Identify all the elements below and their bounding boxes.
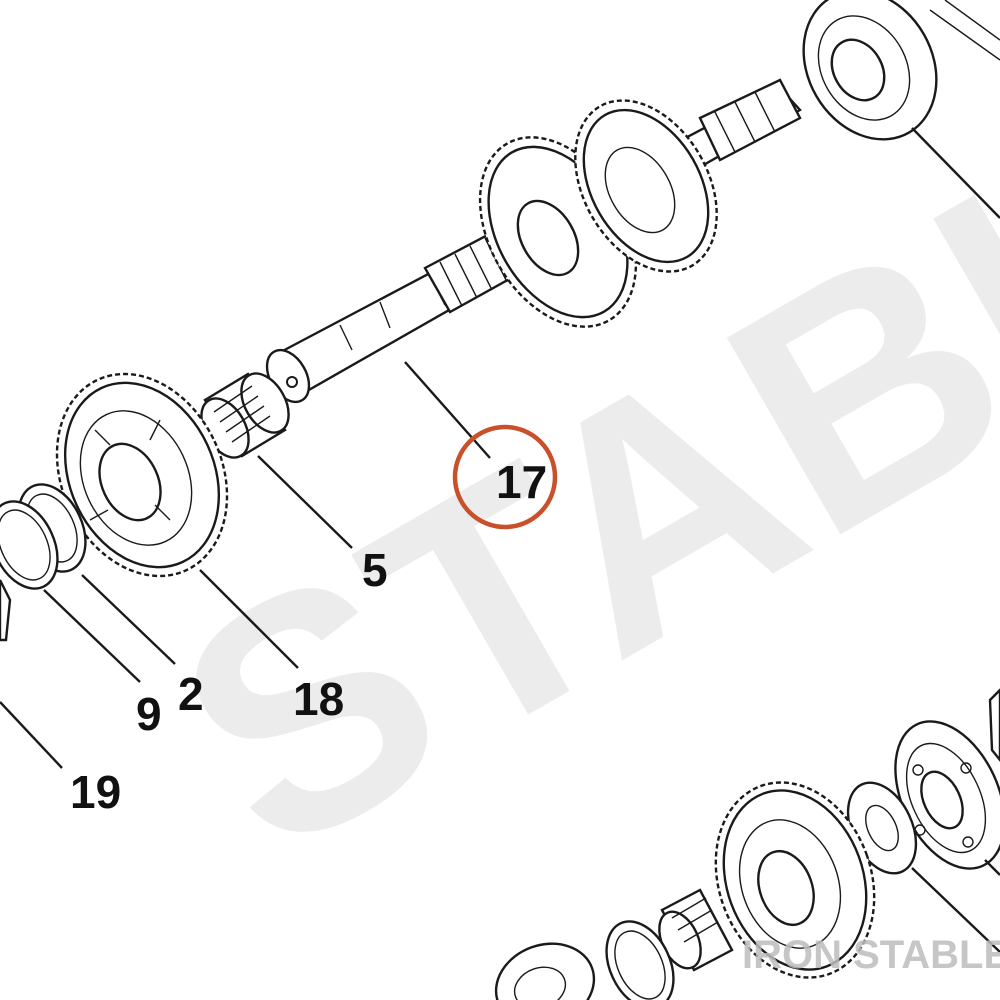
leader-19 bbox=[0, 701, 63, 769]
callout-2[interactable]: 2 bbox=[178, 668, 204, 720]
circlip-9 bbox=[0, 500, 59, 590]
leader-9 bbox=[43, 589, 141, 683]
lower-needle-bearing bbox=[658, 888, 734, 972]
callout-19[interactable]: 19 bbox=[70, 766, 121, 818]
lower-gear bbox=[714, 781, 876, 979]
leader-bearing-top bbox=[911, 127, 1000, 219]
highlight-circle-17 bbox=[452, 424, 558, 530]
lower-hub-fragment bbox=[494, 942, 596, 1000]
shaft-gear-small bbox=[574, 99, 718, 273]
shaft-bearing bbox=[802, 0, 938, 141]
leader-17 bbox=[404, 361, 491, 459]
callout-5[interactable]: 5 bbox=[362, 544, 388, 596]
leader-18 bbox=[199, 569, 299, 669]
brand-watermark: IRON STABLE bbox=[742, 933, 1000, 977]
mainshaft-assembly bbox=[265, 0, 1000, 404]
callout-17[interactable]: 17 bbox=[496, 456, 547, 508]
needle-bearing-5 bbox=[200, 372, 290, 459]
leader-5 bbox=[257, 455, 353, 549]
callout-9[interactable]: 9 bbox=[136, 688, 162, 740]
leader-2 bbox=[81, 574, 176, 665]
lower-washer-b bbox=[605, 920, 675, 1000]
lower-assembly bbox=[494, 688, 1000, 1000]
gear-18 bbox=[55, 372, 229, 578]
callout-18[interactable]: 18 bbox=[293, 673, 344, 725]
part-19-fragment bbox=[0, 579, 12, 642]
